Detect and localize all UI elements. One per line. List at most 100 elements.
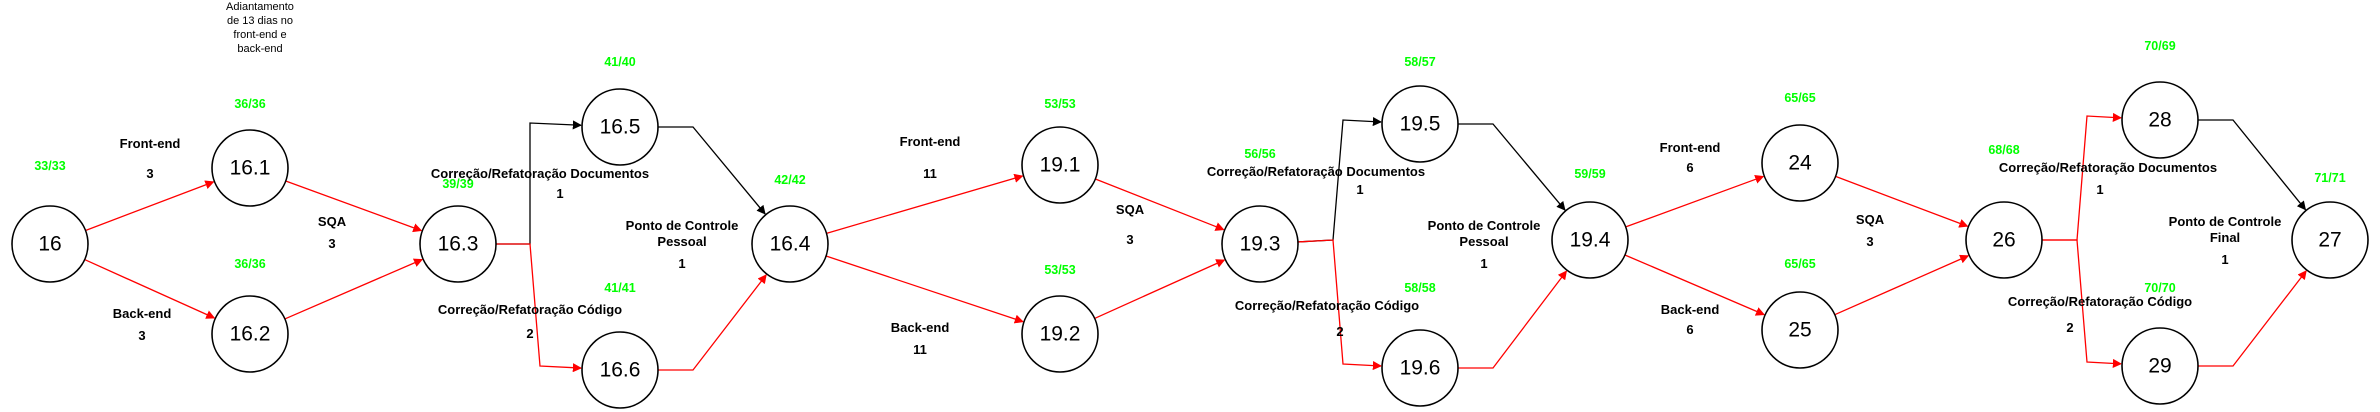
edges-layer (84, 112, 2307, 373)
activity-label: Correção/Refatoração Documentos (1999, 160, 2217, 175)
node-circle (1551, 201, 1629, 279)
activity-label: Pessoal (1459, 234, 1508, 249)
node-circle (581, 88, 659, 166)
node-circle (1221, 205, 1299, 283)
node-score-label: 41/41 (604, 281, 635, 295)
node-19.1: 19.153/53 (1021, 97, 1099, 204)
node-19.5: 19.5 58/57 (1381, 55, 1459, 163)
annotation-note-line: de 13 dias no (227, 15, 293, 27)
node-id-label: 16.6 (600, 359, 641, 382)
edge-26-to-29 (2042, 239, 2122, 368)
activity-label: 1 (2096, 182, 2103, 197)
node-score-label: 39/39 (442, 177, 473, 191)
activity-label: Final (2210, 230, 2240, 245)
node-id-label: 16.4 (770, 233, 811, 256)
node-circle (1381, 329, 1459, 407)
annotation-note-line: back-end (237, 43, 282, 55)
activity-label: 3 (138, 328, 145, 343)
activity-label: Back-end (113, 306, 172, 321)
node-circle (581, 331, 659, 409)
node-circle (2291, 201, 2369, 279)
activity-label: Pessoal (657, 234, 706, 249)
node-score-label: 41/40 (604, 55, 635, 69)
node-circle (2121, 81, 2199, 159)
node-16.2: 16.2 36/36 (211, 257, 289, 373)
node-score-label: 58/57 (1404, 55, 1435, 69)
activity-label: SQA (1116, 202, 1145, 217)
activity-label: SQA (318, 214, 347, 229)
node-id-label: 25 (1788, 319, 1811, 342)
activity-label: 2 (1336, 324, 1343, 339)
node-score-label: 36/36 (234, 257, 265, 271)
node-19.3: 19.356/56 (1221, 147, 1299, 283)
activity-label: 6 (1686, 160, 1693, 175)
node-16.5: 16.5 41/40 (581, 55, 659, 166)
activity-label: 1 (678, 256, 685, 271)
activity-label: 1 (1480, 256, 1487, 271)
activity-label: Front-end (120, 136, 181, 151)
node-circle (211, 295, 289, 373)
node-id-label: 28 (2148, 109, 2171, 132)
activity-label: 3 (146, 166, 153, 181)
node-id-label: 19.4 (1570, 229, 1611, 252)
node-circle (1021, 126, 1099, 204)
annotation-note-line: Adiantamento (226, 1, 294, 13)
node-id-label: 19.5 (1400, 113, 1441, 136)
activity-label: 1 (2221, 252, 2228, 267)
node-id-label: 19.6 (1400, 357, 1441, 380)
activity-label: Back-end (1661, 302, 1720, 317)
node-id-label: 19.2 (1040, 323, 1081, 346)
node-id-label: 16.2 (230, 323, 271, 346)
node-circle (1761, 124, 1839, 202)
node-score-label: 42/42 (774, 173, 805, 187)
node-16.4: 16.4 42/42 (751, 173, 829, 283)
activity-label: Correção/Refatoração Código (2008, 294, 2192, 309)
edge-25-to-26 (1834, 254, 1970, 316)
activity-label: 2 (2066, 320, 2073, 335)
edge-19.3-to-19.6 (1297, 239, 1382, 371)
labels-layer: Front-end3Back-end3SQA3Correção/Refatora… (113, 1, 2282, 357)
activity-label: 11 (923, 166, 937, 181)
activity-label: 3 (328, 236, 335, 251)
edge-16.3-to-16.6 (496, 243, 582, 373)
node-score-label: 53/53 (1044, 97, 1075, 111)
node-19.2: 19.253/53 (1021, 263, 1099, 373)
node-id-label: 16.1 (230, 157, 271, 180)
edge-19.4-to-24 (1625, 174, 1765, 228)
activity-label: Front-end (900, 134, 961, 149)
node-id-label: 29 (2148, 355, 2171, 378)
edge-19.6-to-19.4 (1458, 270, 1567, 369)
node-circle (419, 205, 497, 283)
node-id-label: 16.5 (600, 116, 641, 139)
edge-16.6-to-16.4 (658, 274, 767, 371)
activity-label: 2 (526, 326, 533, 341)
activity-label: SQA (1856, 212, 1885, 227)
activity-label: Correção/Refatoração Documentos (431, 166, 649, 181)
node-16.3: 16.339/39 (419, 177, 497, 283)
node-id-label: 27 (2318, 229, 2341, 252)
activity-label: Correção/Refatoração Documentos (1207, 164, 1425, 179)
node-19.4: 19.459/59 (1551, 167, 1629, 279)
edge-29-to-27 (2198, 270, 2307, 367)
activity-label: Back-end (891, 320, 950, 335)
node-score-label: 56/56 (1244, 147, 1275, 161)
edge-19.4-to-25 (1624, 254, 1765, 316)
edge-16-to-16.1 (85, 180, 215, 232)
edge-28-to-27 (2198, 119, 2307, 211)
edge-24-to-26 (1835, 175, 1969, 228)
edge-16-to-16.2 (84, 259, 216, 319)
node-score-label: 65/65 (1784, 91, 1815, 105)
activity-label: Correção/Refatoração Código (1235, 298, 1419, 313)
activity-label: 3 (1866, 234, 1873, 249)
node-score-label: 58/58 (1404, 281, 1435, 295)
edge-16.3-to-16.5 (496, 120, 582, 245)
node-score-label: 70/70 (2144, 281, 2175, 295)
node-score-label: 68/68 (1988, 143, 2019, 157)
activity-label: Correção/Refatoração Código (438, 302, 622, 317)
